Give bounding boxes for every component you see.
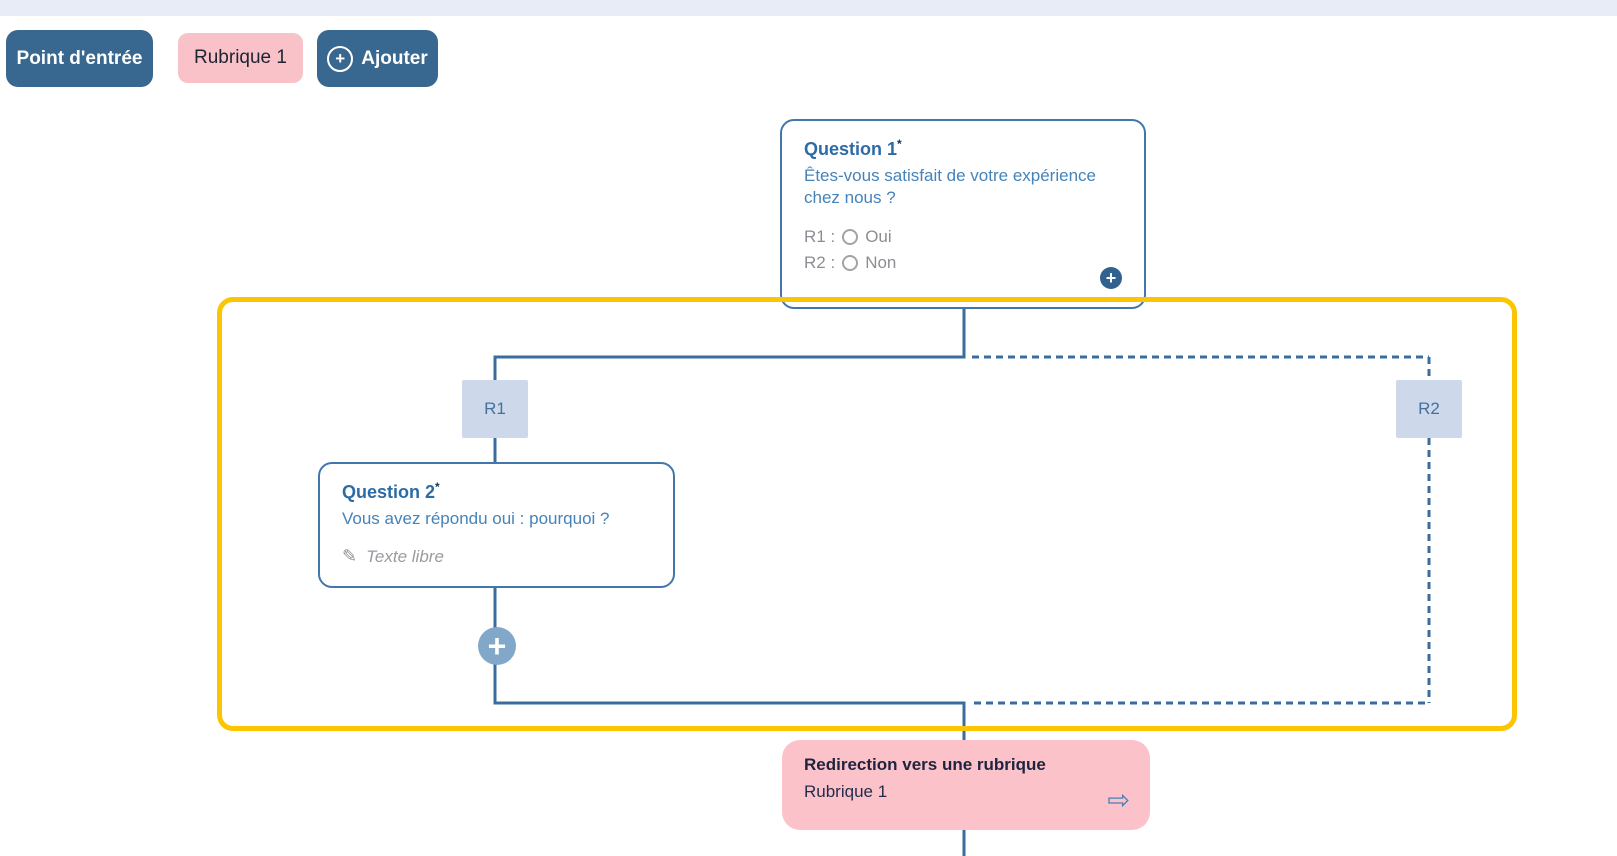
pencil-icon: ✎ <box>342 546 358 567</box>
answer-label: Non <box>865 252 897 272</box>
branch-label-r1: R1 <box>462 380 528 438</box>
question2-card[interactable]: Question 2* Vous avez répondu oui : pour… <box>318 462 675 588</box>
redirection-card[interactable]: Redirection vers une rubrique Rubrique 1… <box>782 740 1150 830</box>
plus-circle-icon: + <box>327 45 354 72</box>
required-marker: * <box>435 480 440 494</box>
answer-prefix: R2 : <box>804 252 836 272</box>
radio-icon <box>842 228 859 245</box>
rubrique-tab-button[interactable]: Rubrique 1 <box>178 33 303 83</box>
add-answer-icon[interactable]: + <box>1100 267 1122 289</box>
question1-card[interactable]: Question 1* Êtes-vous satisfait de votre… <box>780 119 1146 309</box>
redirection-title: Redirection vers une rubrique <box>804 755 1046 774</box>
question1-answers: R1 : Oui R2 : Non <box>804 227 1122 273</box>
redirection-target: Rubrique 1 <box>804 782 888 801</box>
question2-title: Question 2* <box>342 480 440 502</box>
question1-text: Êtes-vous satisfait de votre expérience … <box>804 166 1096 208</box>
branch-label-r2: R2 <box>1396 380 1462 438</box>
free-text-placeholder: ✎ Texte libre <box>342 546 651 567</box>
question2-text: Vous avez répondu oui : pourquoi ? <box>342 509 610 528</box>
add-node-icon[interactable]: + <box>478 627 516 665</box>
question1-title: Question 1* <box>804 137 902 159</box>
entry-point-button[interactable]: Point d'entrée <box>6 30 153 87</box>
add-button-label: Ajouter <box>361 47 428 69</box>
placeholder-label: Texte libre <box>366 546 444 566</box>
answer-row-r2: R2 : Non <box>804 253 1122 273</box>
answer-prefix: R1 : <box>804 226 836 246</box>
radio-icon <box>842 254 859 271</box>
answer-row-r1: R1 : Oui <box>804 227 1122 247</box>
required-marker: * <box>897 137 902 151</box>
top-strip <box>0 0 1617 16</box>
add-rubrique-button[interactable]: + Ajouter <box>317 30 438 87</box>
redirect-arrow-icon[interactable]: ⇨ <box>1107 785 1130 815</box>
answer-label: Oui <box>865 226 892 246</box>
